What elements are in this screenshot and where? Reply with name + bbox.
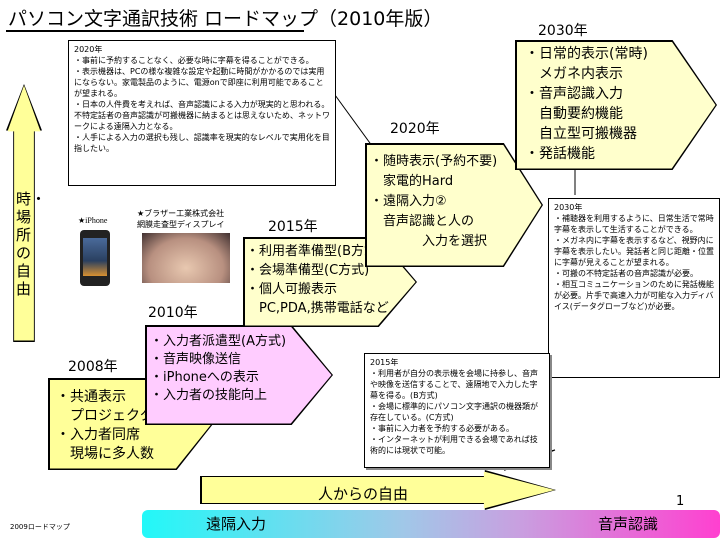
year-2010: 2010年	[148, 305, 198, 321]
stage-line: ・入力者の技能向上	[150, 388, 268, 403]
note-line: ・表示機器は、PCの様な複雑な設定や起動に時間がかかるのでは実用にならない。家電…	[74, 67, 325, 98]
stage-line: ・入力者派遣型(A方式)	[150, 334, 287, 349]
stage-line: 入力を選択	[370, 234, 488, 249]
note-line: ・補聴器を利用するように、日常生活で常時字幕を表示して生活することができる。	[554, 214, 714, 234]
note-line: ・メガネ内に字幕を表示するなど、視野内に字幕を表示したい。発話者と同じ距離・位置…	[554, 236, 714, 267]
year-2020: 2020年	[390, 121, 440, 137]
note-line: ・日本の人件費を考えれば、音声認識による入力が現実的と思われる。不特定話者の音声…	[74, 100, 330, 131]
iphone-label: ★iPhone	[78, 216, 108, 225]
note-line: ・事前に入力者を予約する必要がある。	[370, 424, 514, 433]
horizontal-axis-label: 人からの自由	[318, 485, 409, 503]
stage-line: 自動要約機能	[525, 106, 623, 122]
note-line: ・会場に標準的にパソコン文字通訳の機器類が存在している。(C方式)	[370, 402, 538, 422]
stage-line: ・会場準備型(C方式)	[246, 263, 370, 278]
gradient-right-label: 音声認識	[598, 515, 659, 533]
stage-line: ・日常的表示(常時)	[525, 46, 648, 62]
stage-2010: ・入力者派遣型(A方式) ・音声映像送信・iPhoneへの表示・入力者の技能向上	[145, 325, 333, 425]
retinal-display-label: ★ブラザー工業株式会社 網膜走査型ディスプレイ	[137, 208, 224, 230]
stage-2020: ・随時表示(予約不要) 家電的Hard ・遠隔入力② 音声認識と人の 入力を選択	[365, 143, 543, 267]
display-label-2: 網膜走査型ディスプレイ	[137, 220, 225, 229]
stage-line: ・入力者同席	[56, 427, 140, 443]
gradient-left-label: 遠隔入力	[206, 515, 267, 533]
footer: 2009ロードマップ	[10, 523, 70, 531]
display-label-1: ★ブラザー工業株式会社	[137, 209, 225, 218]
note-line: 2020年	[74, 45, 103, 54]
title-underline	[6, 30, 304, 32]
stage-line: 音声認識と人の	[370, 214, 475, 229]
retinal-display-photo	[142, 233, 230, 283]
stage-line: ・音声映像送信	[150, 352, 242, 367]
stage-line: ・共通表示	[56, 389, 126, 405]
year-2030: 2030年	[538, 23, 588, 39]
year-2008: 2008年	[68, 359, 118, 375]
stage-line: ・利用者準備型(B方式)	[246, 244, 383, 259]
stage-2030: ・日常的表示(常時) メガネ内表示・音声認識入力 自動要約機能 自立型可搬機器・…	[515, 40, 717, 170]
note-2030: 2030年・補聴器を利用するように、日常生活で常時字幕を表示して生活することがで…	[548, 198, 720, 378]
stage-line: ・音声認識入力	[525, 86, 623, 102]
gradient-bar	[142, 510, 720, 538]
note-2015: 2015年・利用者が自分の表示機を会場に持参し、音声や映像を送信することで、遠隔…	[364, 353, 550, 468]
page-number: 1	[676, 494, 685, 509]
vertical-axis-label: 時・場所の自由	[16, 190, 47, 298]
note-line: ・人手による入力の選択も残し、認識率を現実的なレベルで実用化を目指したい。	[74, 133, 330, 153]
note-line: ・相互コミュニケーションのために発話機能が必要。片手で高速入力が可能な入力ディバ…	[554, 280, 714, 311]
note-line: ・事前に予約することなく、必要な時に字幕を得ることができる。	[74, 56, 314, 65]
note-line: ・インターネットが利用できる会場であれば技術的には現状で可能。	[370, 435, 538, 455]
page-title: パソコン文字通訳技術 ロードマップ（2010年版）	[8, 8, 443, 30]
stage-line: プロジェクタ	[56, 408, 154, 424]
stage-line: ・随時表示(予約不要)	[370, 154, 498, 169]
stage-line: ・発話機能	[525, 146, 595, 162]
year-2015: 2015年	[268, 219, 318, 235]
stage-line: ・個人可搬表示	[246, 282, 338, 297]
stage-line: メガネ内表示	[525, 66, 623, 82]
note-2020: 2020年・事前に予約することなく、必要な時に字幕を得ることができる。・表示機器…	[68, 40, 336, 186]
stage-line: ・遠隔入力②	[370, 194, 447, 209]
note-line: 2015年	[370, 358, 399, 367]
stage-line: 自立型可搬機器	[525, 126, 637, 142]
vertical-axis-arrow	[6, 84, 42, 342]
note-line: 2030年	[554, 203, 583, 212]
note-line: ・可搬の不特定話者の音声認識が必要。	[554, 269, 698, 278]
stage-line: ・iPhoneへの表示	[150, 370, 259, 385]
stage-line: PC,PDA,携帯電話など	[246, 301, 389, 316]
iphone-image	[80, 230, 110, 286]
note-line: ・利用者が自分の表示機を会場に持参し、音声や映像を送信することで、遠隔地で入力し…	[370, 369, 538, 400]
stage-line: 現場に多人数	[56, 446, 154, 462]
horizontal-axis-arrow	[200, 470, 556, 510]
stage-line: 家電的Hard	[370, 174, 454, 189]
